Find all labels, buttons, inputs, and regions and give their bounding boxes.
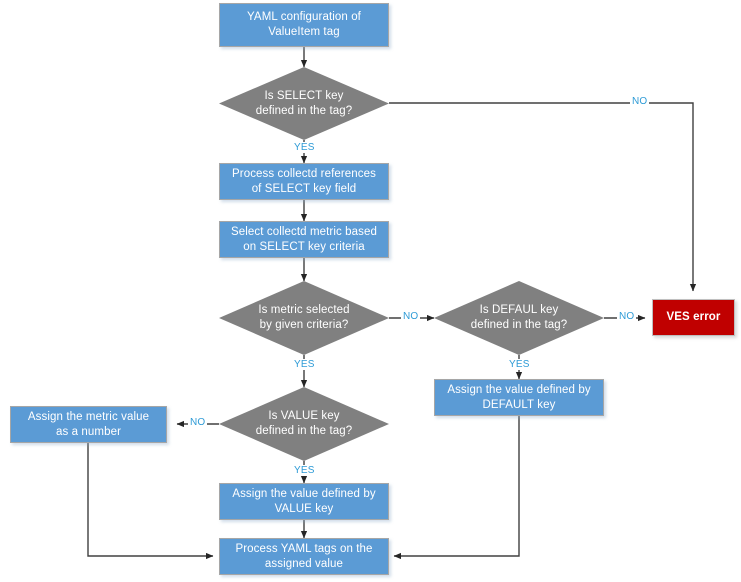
node-default-key-line2: defined in the tag? <box>470 319 568 331</box>
node-process-refs-line2: of SELECT key field <box>251 182 357 195</box>
node-assign-default-line1: Assign the value defined by <box>447 383 591 396</box>
edge-label-metric-yes: YES <box>292 359 317 370</box>
node-assign-default[interactable]: Assign the value defined by DEFAULT key <box>434 379 604 416</box>
node-value-key[interactable]: Is VALUE key defined in the tag? <box>219 387 389 461</box>
node-start[interactable]: YAML configuration of ValueItem tag <box>219 3 389 47</box>
node-assign-default-line2: DEFAULT key <box>482 398 556 411</box>
edge-label-default-no: NO <box>617 311 637 322</box>
node-process-yaml-label: Process YAML tags on the assigned value <box>235 542 372 572</box>
node-select-key-line1: Is SELECT key <box>264 89 344 102</box>
node-assign-value-line1: Assign the value defined by <box>232 487 376 500</box>
node-ves-error[interactable]: VES error <box>652 299 735 336</box>
node-start-label: YAML configuration of ValueItem tag <box>247 10 361 40</box>
node-start-line1: YAML configuration of <box>247 11 361 23</box>
node-assign-number[interactable]: Assign the metric value as a number <box>10 406 167 443</box>
node-assign-value[interactable]: Assign the value defined by VALUE key <box>219 483 389 520</box>
edge-label-metric-no: NO <box>401 311 421 322</box>
node-select-metric-line1: Select collectd metric based <box>231 225 377 238</box>
node-ves-error-label: VES error <box>666 311 721 323</box>
node-process-yaml-line1: Process YAML tags on the <box>235 542 373 555</box>
edge-label-select-yes: YES <box>292 142 317 153</box>
node-metric-selected-label: Is metric selected by given criteria? <box>250 303 357 333</box>
node-select-metric-line2: on SELECT key criteria <box>243 240 365 253</box>
edge-label-value-yes: YES <box>292 465 317 476</box>
node-value-key-label: Is VALUE key defined in the tag? <box>248 409 361 439</box>
node-default-key-label: Is DEFAUL key defined in the tag? <box>463 303 576 333</box>
node-assign-value-line2: VALUE key <box>274 502 334 515</box>
node-select-metric[interactable]: Select collectd metric based on SELECT k… <box>219 221 389 258</box>
node-assign-number-line1: Assign the metric value <box>27 410 150 423</box>
node-process-yaml[interactable]: Process YAML tags on the assigned value <box>219 538 389 575</box>
node-select-key-line2: defined in the tag? <box>255 104 353 117</box>
node-process-refs-label: Process collectd references of SELECT ke… <box>232 167 376 197</box>
node-assign-default-label: Assign the value defined by DEFAULT key <box>447 383 590 413</box>
node-assign-number-label: Assign the metric value as a number <box>28 410 149 440</box>
node-process-refs-line1: Process collectd references <box>232 167 376 180</box>
edge-number-return <box>87 443 214 560</box>
node-assign-number-line2: as a number <box>55 425 122 438</box>
node-value-key-line2: defined in the tag? <box>255 425 353 437</box>
node-metric-selected-line1: Is metric selected <box>258 304 350 316</box>
node-metric-selected[interactable]: Is metric selected by given criteria? <box>219 281 389 355</box>
node-select-key-label: Is SELECT key defined in the tag? <box>248 89 361 119</box>
edge-label-default-yes: YES <box>507 359 532 370</box>
node-assign-value-label: Assign the value defined by VALUE key <box>232 487 375 517</box>
node-select-key[interactable]: Is SELECT key defined in the tag? <box>219 67 389 140</box>
node-process-refs[interactable]: Process collectd references of SELECT ke… <box>219 163 389 200</box>
node-select-metric-label: Select collectd metric based on SELECT k… <box>231 225 377 255</box>
edge-select-no <box>389 102 697 292</box>
edge-label-value-no: NO <box>188 417 208 428</box>
node-value-key-line1: Is VALUE key <box>268 410 340 422</box>
node-default-key[interactable]: Is DEFAUL key defined in the tag? <box>434 281 604 355</box>
edge-label-select-no: NO <box>630 96 650 107</box>
node-default-key-line1: Is DEFAUL key <box>479 304 559 316</box>
node-start-line2: ValueItem tag <box>268 26 340 38</box>
node-process-yaml-line2: assigned value <box>264 557 344 570</box>
node-metric-selected-line2: by given criteria? <box>259 319 349 331</box>
edge-default-return <box>393 416 520 560</box>
